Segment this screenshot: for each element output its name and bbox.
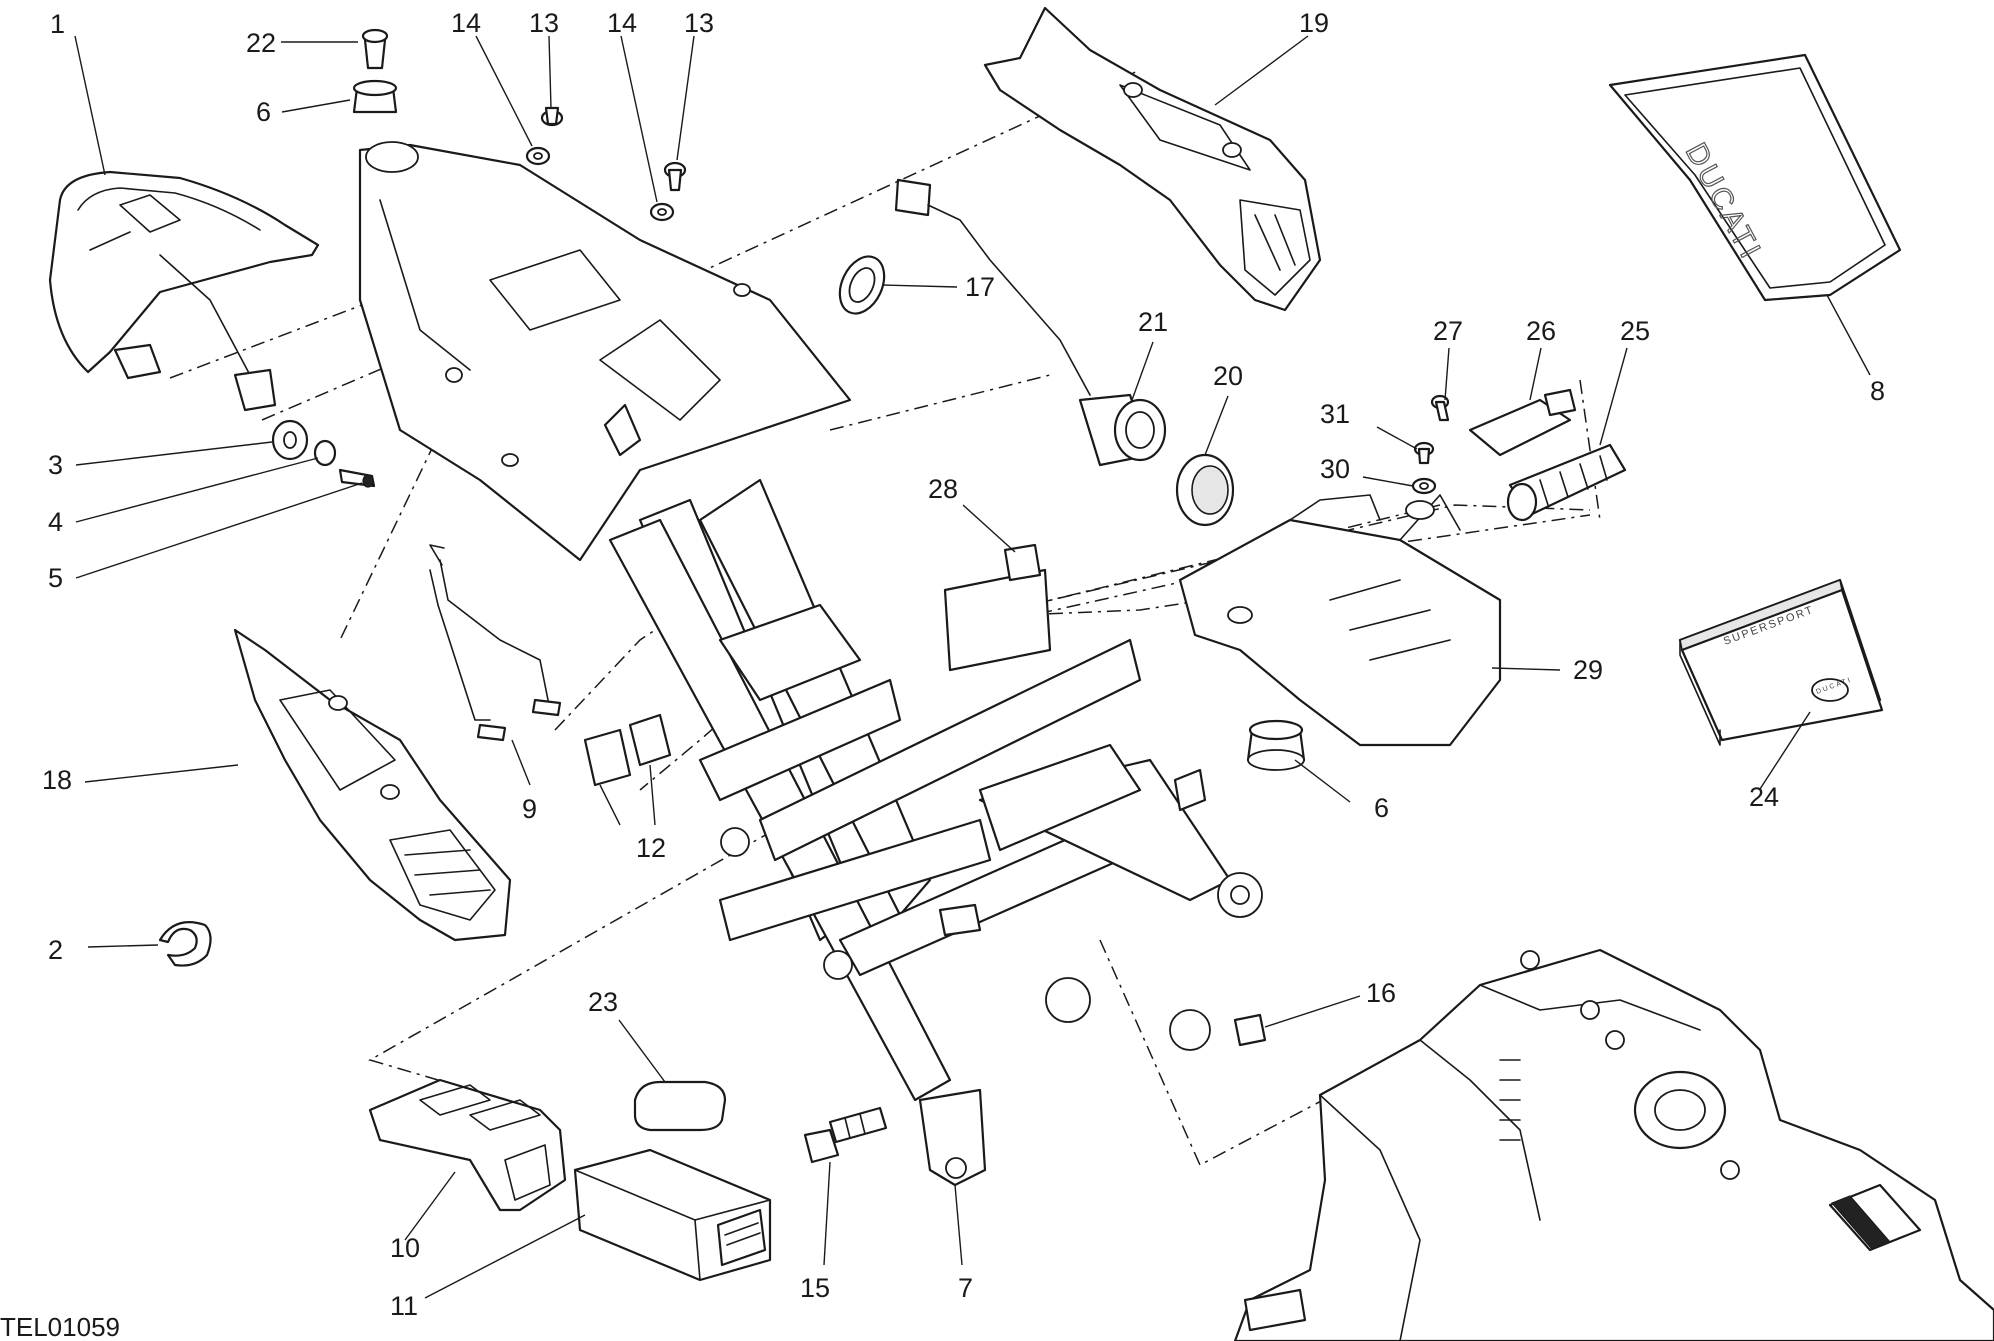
callout-3: 3	[48, 450, 63, 480]
foam-pad	[633, 1080, 727, 1132]
callout-5: 5	[48, 563, 63, 593]
callout-24: 24	[1749, 782, 1779, 812]
callout-18: 18	[42, 765, 72, 795]
small-clip	[1233, 1013, 1267, 1047]
callout-12: 12	[636, 833, 666, 863]
power-socket	[894, 178, 1235, 527]
engine-block	[1233, 948, 1994, 1341]
callout-27: 27	[1433, 316, 1463, 346]
callout-25: 25	[1620, 316, 1650, 346]
callout-20: 20	[1213, 361, 1243, 391]
callout-14-left: 14	[451, 8, 481, 38]
rear-subframe	[608, 478, 1263, 1187]
callout-31: 31	[1320, 399, 1350, 429]
callout-4: 4	[48, 507, 63, 537]
right-side-panel	[983, 6, 1322, 312]
callout-labels: 1 2 3 4 5 6 6 7 8 9 10 11 12 13 13 14 14…	[42, 8, 1885, 1321]
lower-grommet	[1246, 719, 1306, 771]
left-side-panel	[233, 628, 512, 942]
callout-13-left: 13	[529, 8, 559, 38]
callout-14-right: 14	[607, 8, 637, 38]
battery-tray-area	[1003, 441, 1502, 747]
callout-30: 30	[1320, 454, 1350, 484]
leader-lines	[74, 35, 1871, 1299]
callout-9: 9	[522, 794, 537, 824]
callout-15: 15	[800, 1273, 830, 1303]
diagram-code: TEL01059	[0, 1312, 120, 1341]
callout-28: 28	[928, 474, 958, 504]
callout-23: 23	[588, 987, 618, 1017]
owner-manual: SUPERSPORT DUCATI	[1678, 578, 1884, 746]
callout-29: 29	[1573, 655, 1603, 685]
callout-6-bottom: 6	[1374, 793, 1389, 823]
callout-7: 7	[958, 1273, 973, 1303]
callout-13-right: 13	[684, 8, 714, 38]
callout-17: 17	[965, 272, 995, 302]
bolt	[803, 1106, 888, 1164]
tail-light	[48, 170, 320, 412]
hook-strap	[429, 544, 562, 742]
callout-6-top: 6	[256, 97, 271, 127]
callout-26: 26	[1526, 316, 1556, 346]
ecu-holder	[368, 1078, 567, 1212]
callout-19: 19	[1299, 8, 1329, 38]
seat-cover: DUCATI	[1608, 53, 1902, 302]
callout-22: 22	[246, 28, 276, 58]
adhesive-pads	[583, 713, 672, 787]
lock-ring	[838, 255, 886, 315]
clip	[158, 921, 212, 967]
callout-10: 10	[390, 1233, 420, 1263]
tail-bracket-plate	[358, 141, 852, 562]
callout-21: 21	[1138, 307, 1168, 337]
screws-and-washers	[525, 106, 687, 222]
ecu-unit	[573, 1148, 772, 1282]
callout-16: 16	[1366, 978, 1396, 1008]
callout-8: 8	[1870, 376, 1885, 406]
grommet-washer-screw	[271, 419, 376, 488]
callout-1: 1	[50, 9, 65, 39]
callout-11: 11	[390, 1291, 418, 1321]
callout-2: 2	[48, 935, 63, 965]
grab-handle	[1430, 388, 1627, 522]
top-grommet-and-pin	[352, 28, 398, 114]
